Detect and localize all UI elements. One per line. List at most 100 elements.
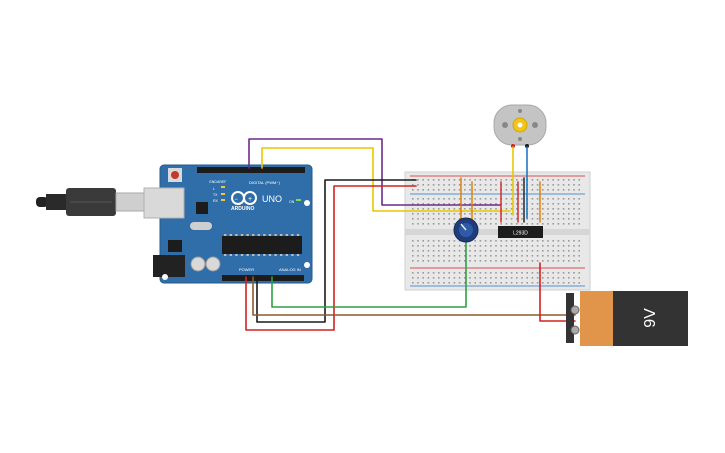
breadboard-hole <box>417 189 419 191</box>
breadboard-hole <box>505 179 508 181</box>
battery-terminal-negative[interactable] <box>570 305 580 315</box>
breadboard-hole <box>526 255 528 257</box>
wire-yellow[interactable] <box>261 147 511 212</box>
breadboard-hole <box>427 218 430 220</box>
breadboard-hole <box>422 184 424 186</box>
breadboard-hole <box>458 260 461 262</box>
breadboard-hole <box>484 189 487 191</box>
breadboard-hole <box>432 223 435 225</box>
breadboard-hole <box>443 240 445 242</box>
breadboard-hole <box>495 272 497 274</box>
l-led <box>221 186 225 188</box>
breadboard-hole <box>516 198 518 200</box>
breadboard-hole <box>536 255 539 257</box>
breadboard-hole <box>562 179 565 181</box>
breadboard-hole <box>542 213 544 215</box>
breadboard-hole <box>578 272 580 274</box>
potentiometer[interactable] <box>453 217 479 243</box>
breadboard-hole <box>526 250 528 252</box>
breadboard-hole <box>516 245 518 247</box>
breadboard-hole <box>578 260 580 262</box>
breadboard-hole <box>531 245 534 247</box>
battery-9v[interactable]: 9V <box>566 291 688 346</box>
breadboard-hole <box>536 223 539 225</box>
breadboard-hole <box>453 272 456 274</box>
breadboard-hole <box>417 260 419 262</box>
breadboard-hole <box>458 218 461 220</box>
breadboard-hole <box>500 250 502 252</box>
dc-motor[interactable] <box>493 104 547 148</box>
on-led-label: ON <box>289 200 295 204</box>
breadboard-hole <box>417 179 419 181</box>
breadboard-hole <box>464 184 466 186</box>
l293d-chip[interactable]: L293D <box>498 226 543 238</box>
breadboard-hole <box>557 189 560 191</box>
arduino-uno-board[interactable]: − + ARDUINO UNO DIGITAL (PWM~) POWER ANA… <box>143 164 313 284</box>
breadboard-hole <box>479 208 482 210</box>
breadboard-hole <box>521 184 523 186</box>
breadboard-hole <box>448 203 450 205</box>
breadboard-hole <box>438 179 440 181</box>
breadboard-hole <box>432 282 435 284</box>
power-analog-header[interactable] <box>222 275 304 281</box>
breadboard-hole <box>505 245 508 247</box>
chip-pin <box>252 234 255 236</box>
wire-red-battery[interactable] <box>539 262 576 322</box>
breadboard-hole <box>510 282 513 284</box>
breadboard-hole <box>453 208 456 210</box>
breadboard-hole <box>474 277 476 279</box>
breadboard-hole <box>578 240 580 242</box>
breadboard-hole <box>417 245 419 247</box>
breadboard-hole <box>432 198 435 200</box>
breadboard-hole <box>484 260 487 262</box>
breadboard-hole <box>568 240 570 242</box>
breadboard-hole <box>542 179 544 181</box>
breadboard-hole <box>547 208 549 210</box>
breadboard-hole <box>432 272 435 274</box>
chip-pin <box>252 254 255 256</box>
breadboard-hole <box>516 218 518 220</box>
breadboard-hole <box>464 282 466 284</box>
digital-header[interactable] <box>197 167 305 173</box>
breadboard-hole <box>474 245 476 247</box>
wire-purple[interactable] <box>248 138 501 206</box>
breadboard-hole <box>438 218 440 220</box>
breadboard-hole <box>557 250 560 252</box>
breadboard-hole <box>474 184 476 186</box>
breadboard[interactable] <box>404 171 591 291</box>
breadboard-hole <box>547 245 549 247</box>
breadboard-hole <box>484 208 487 210</box>
usb-plug-metal <box>115 192 147 212</box>
battery-terminal-positive[interactable] <box>570 325 580 335</box>
breadboard-hole <box>542 250 544 252</box>
breadboard-hole <box>443 255 445 257</box>
breadboard-hole <box>438 208 440 210</box>
breadboard-hole <box>542 223 544 225</box>
breadboard-hole <box>578 184 580 186</box>
wire-black[interactable] <box>256 179 417 323</box>
breadboard-hole <box>448 184 450 186</box>
usb-cable[interactable] <box>36 188 147 216</box>
breadboard-hole <box>573 208 575 210</box>
breadboard-hole <box>542 184 544 186</box>
breadboard-hole <box>474 218 476 220</box>
arduino-logo: − + <box>231 191 257 205</box>
rx-led <box>221 199 225 201</box>
breadboard-hole <box>505 184 508 186</box>
breadboard-hole <box>562 208 565 210</box>
aref-label: AREF <box>217 180 226 184</box>
breadboard-hole <box>557 208 560 210</box>
wire-green[interactable] <box>271 241 467 308</box>
breadboard-hole <box>427 223 430 225</box>
breadboard-hole <box>542 198 544 200</box>
wire-red[interactable] <box>245 185 417 331</box>
breadboard-hole <box>500 245 502 247</box>
breadboard-hole <box>438 272 440 274</box>
breadboard-hole <box>432 208 435 210</box>
breadboard-hole <box>412 282 414 284</box>
chip-pin <box>235 234 238 236</box>
breadboard-hole <box>516 203 518 205</box>
wire-brown[interactable] <box>252 276 576 316</box>
breadboard-hole <box>531 208 534 210</box>
